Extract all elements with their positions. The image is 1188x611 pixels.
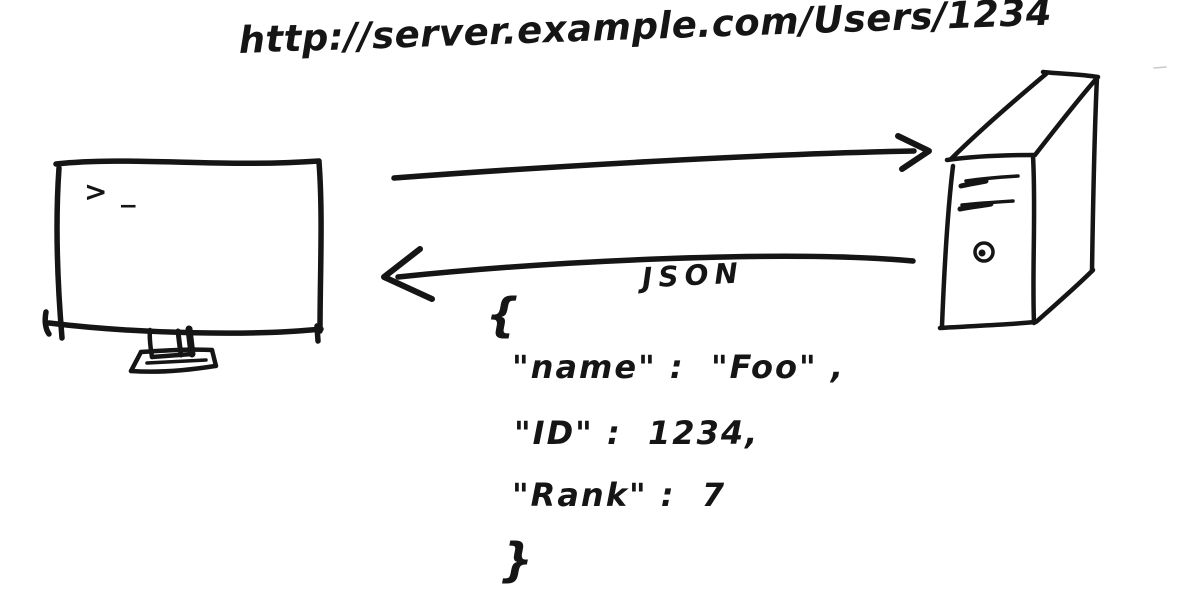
- response-arrow-icon: [381, 246, 916, 302]
- tower-body: [937, 69, 1101, 331]
- server-tower-icon: [937, 69, 1101, 331]
- tower-power-button: [973, 241, 995, 263]
- json-line-rank: "Rank" : 7: [512, 476, 727, 514]
- stray-mark: [1153, 66, 1167, 69]
- terminal-prompt: > _: [84, 175, 138, 208]
- response-format-label: JSON: [641, 256, 745, 295]
- json-line-name: "name" : "Foo" ,: [512, 348, 845, 386]
- monitor-screen: [42, 158, 324, 344]
- client-monitor-icon: [42, 158, 324, 374]
- monitor-stand: [128, 325, 219, 374]
- json-close-brace: }: [500, 533, 535, 587]
- json-open-brace: {: [486, 288, 521, 342]
- json-line-id: "ID" : 1234,: [514, 414, 760, 452]
- request-arrow-icon: [391, 133, 932, 181]
- tower-vent-slots: [957, 174, 1020, 212]
